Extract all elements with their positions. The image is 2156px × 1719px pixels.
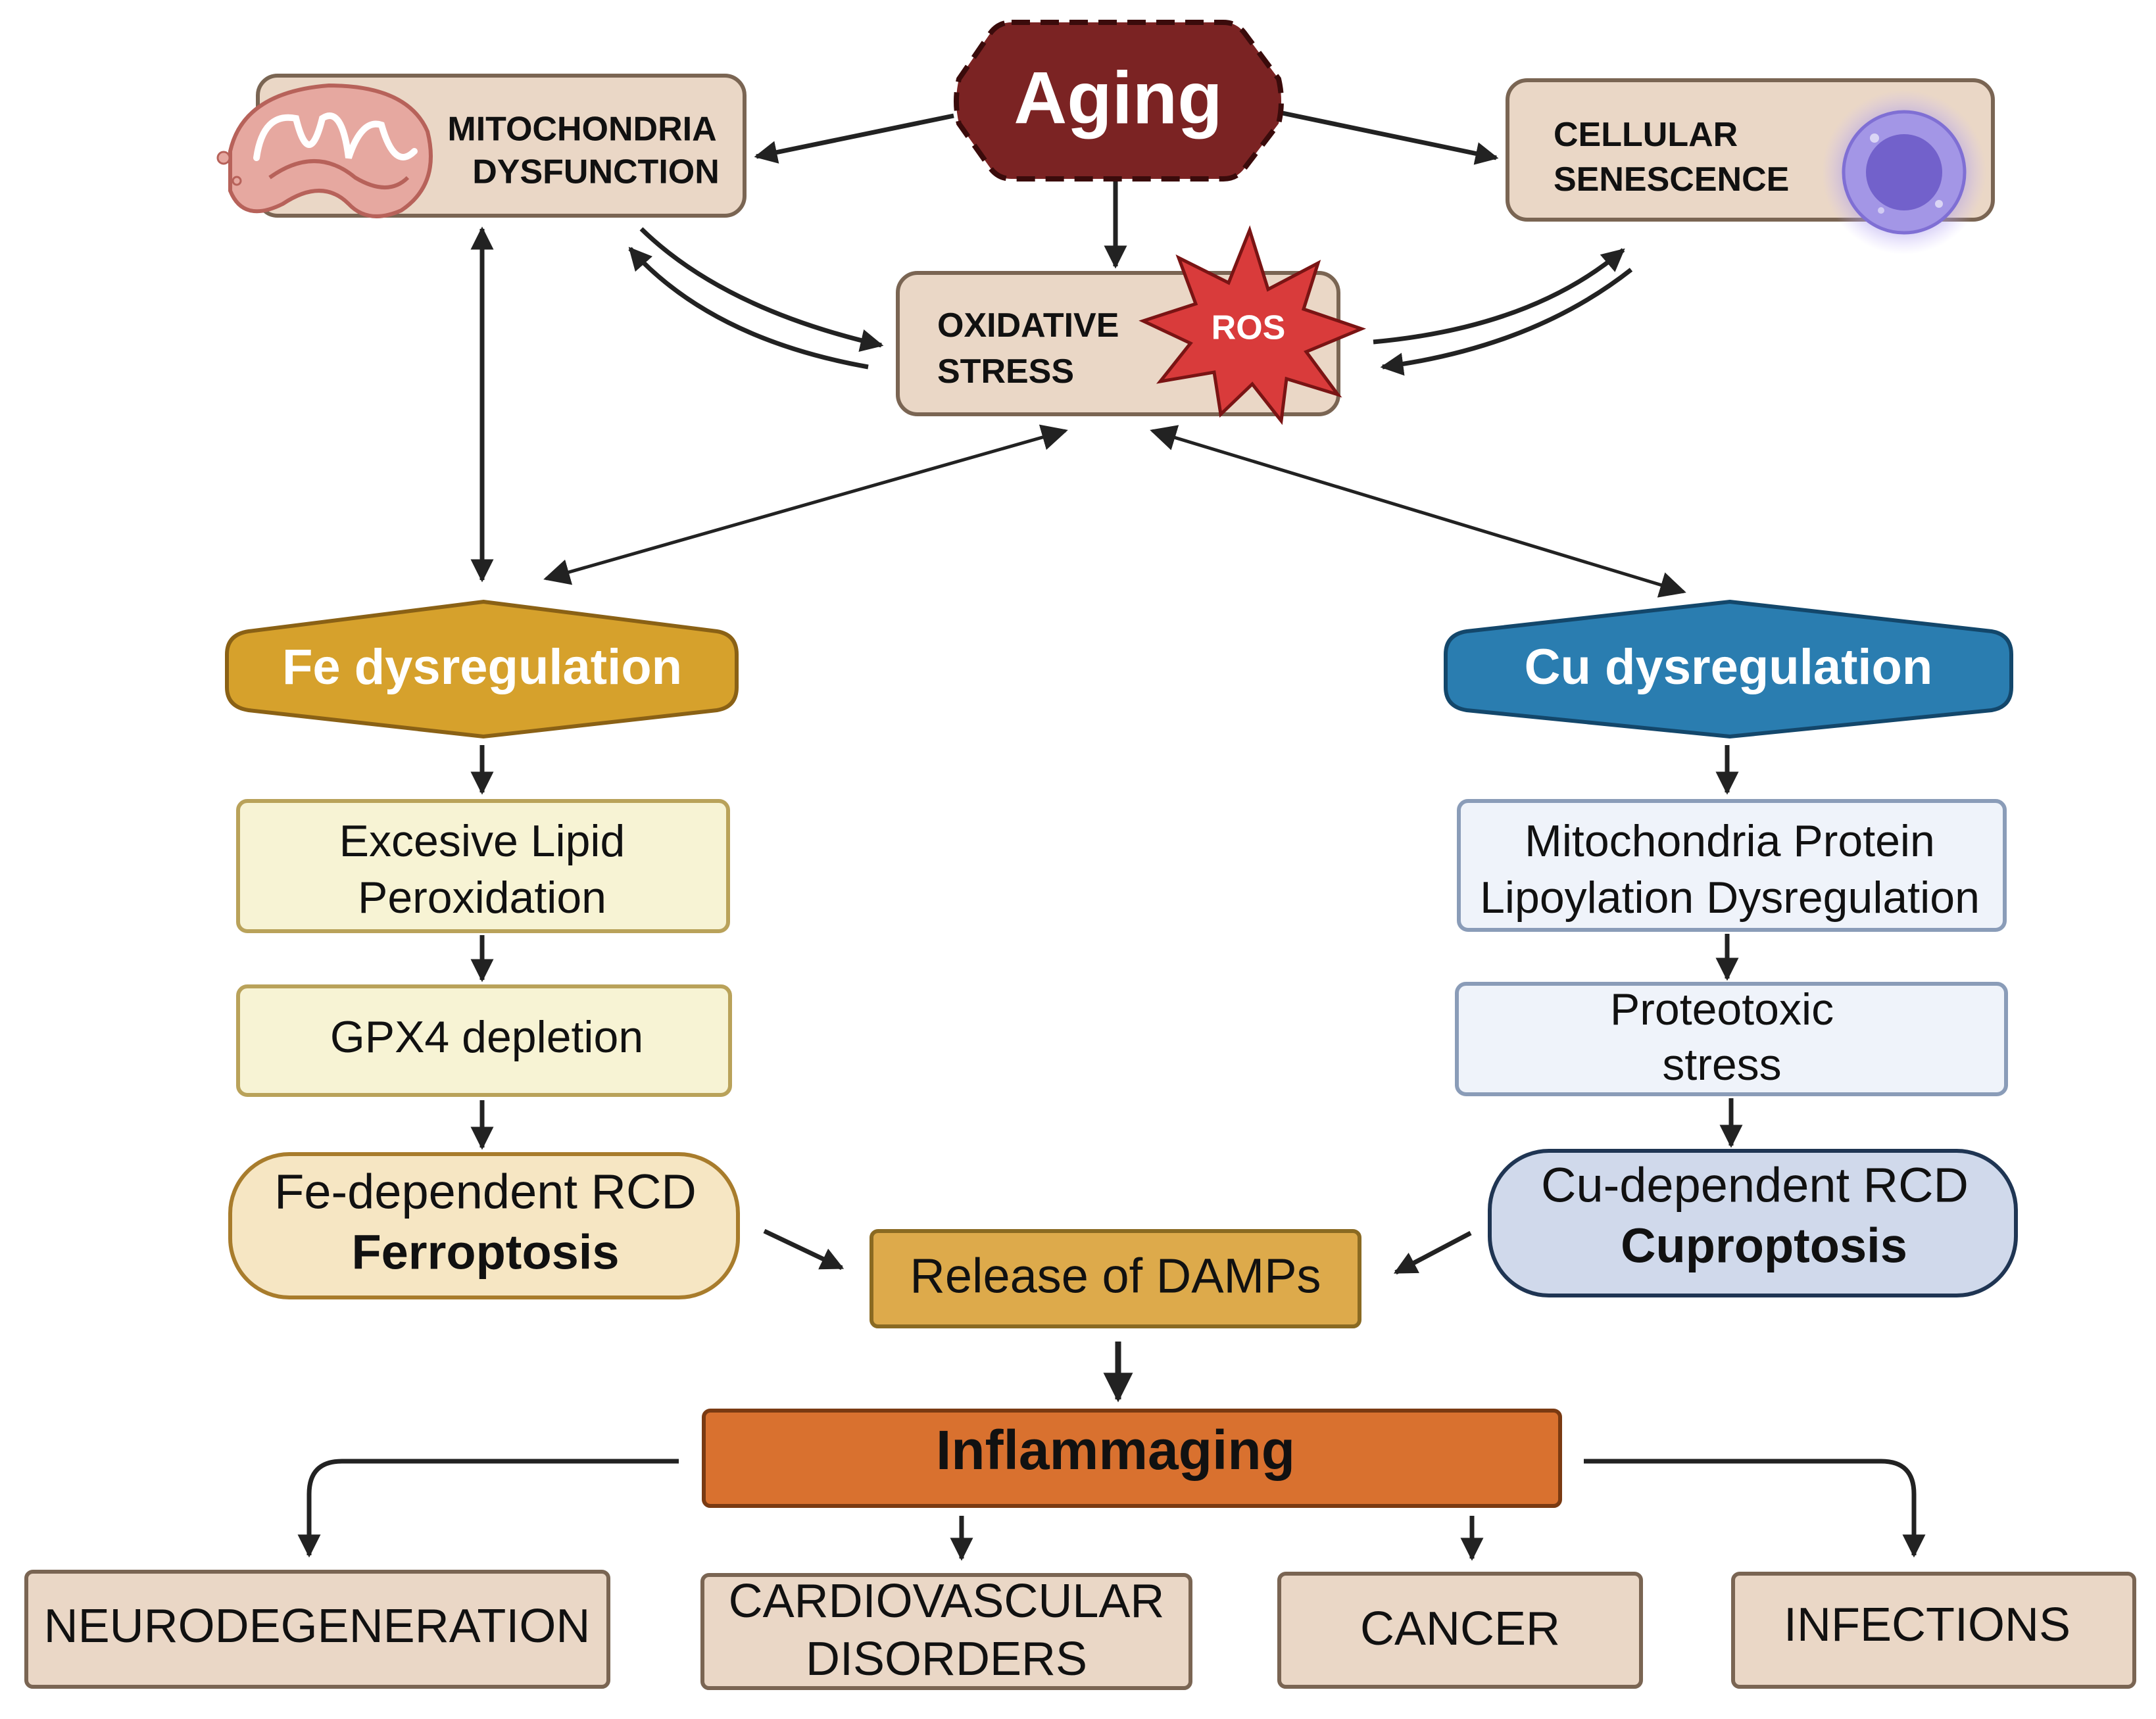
senescence-label-line2: SENESCENCE <box>1554 160 1789 199</box>
gpx4-label: GPX4 depletion <box>330 1012 643 1062</box>
cuproptosis-node: Cu-dependent RCD Cuproptosis <box>1488 1149 2018 1297</box>
oxidative-label-line2: STRESS <box>937 352 1074 391</box>
ferroptosis-label: Ferroptosis <box>351 1225 619 1280</box>
mito-label-line2: DYSFUNCTION <box>472 153 720 191</box>
ros-burst-icon <box>1139 225 1367 425</box>
mito-dysfunction-node: MITOCHONDRIA DYSFUNCTION <box>216 74 747 218</box>
proteotoxic-stress-node: Proteotoxic stress <box>1455 982 2008 1096</box>
cuproptosis-label: Cuproptosis <box>1621 1219 1907 1273</box>
cu-label: Cu dysregulation <box>1525 639 1933 695</box>
gpx4-depletion-node: GPX4 depletion <box>236 984 732 1097</box>
arrow-aging-to-mito <box>754 113 954 164</box>
lipoylation-label-line1: Mitochondria Protein <box>1525 816 1935 866</box>
mitochondria-icon <box>216 83 433 218</box>
outcome-cancer: CANCER <box>1277 1572 1643 1689</box>
inflammaging-node: Inflammaging <box>702 1409 1562 1508</box>
arrow-to-infections <box>1584 1459 1926 1558</box>
arrow-oxidative-to-senescence <box>1373 248 1625 345</box>
outcome-cardiovascular: CARDIOVASCULAR DISORDERS <box>700 1573 1192 1690</box>
lipid-label-line1: Excesive Lipid <box>339 816 625 866</box>
arrow-oxidative-cu <box>1150 425 1686 598</box>
lipid-label-line2: Peroxidation <box>358 873 606 923</box>
oxidative-stress-node: OXIDATIVE STRESS ROS <box>896 225 1367 425</box>
arrow-aging-to-senescence <box>1282 110 1499 165</box>
senescence-label-line1: CELLULAR <box>1554 116 1738 154</box>
outcome-infections: INFECTIONS <box>1731 1572 2136 1689</box>
arrow-oxidative-fe <box>543 424 1068 585</box>
proteotoxic-label-line1: Proteotoxic <box>1610 984 1834 1034</box>
cardio-label-line1: CARDIOVASCULAR <box>729 1575 1165 1628</box>
proteotoxic-label-line2: stress <box>1662 1040 1781 1090</box>
aging-label: Aging <box>1014 57 1222 139</box>
fe-label: Fe dysregulation <box>282 639 682 695</box>
arrows <box>297 110 1926 1561</box>
mito-label-line1: MITOCHONDRIA <box>447 110 716 149</box>
outcome-neurodegeneration: NEURODEGENERATION <box>24 1570 610 1689</box>
fe-dysregulation-node: Fe dysregulation <box>225 599 739 739</box>
ros-label: ROS <box>1212 309 1286 347</box>
arrow-ferroptosis-to-damps <box>763 1228 845 1271</box>
aging-node: Aging <box>954 20 1284 182</box>
inflammaging-label: Inflammaging <box>936 1419 1295 1481</box>
arrow-oxidative-to-mito <box>628 247 869 370</box>
arrow-cuproptosis-to-damps <box>1393 1230 1472 1275</box>
lipoylation-node: Mitochondria Protein Lipoylation Dysregu… <box>1457 799 2007 932</box>
infections-label: INFECTIONS <box>1784 1599 2070 1651</box>
arrow-to-neurodegeneration <box>297 1459 679 1558</box>
fe-rcd-label: Fe-dependent RCD <box>274 1165 697 1219</box>
damps-node: Release of DAMPs <box>870 1229 1361 1328</box>
aging-shape <box>954 20 1284 182</box>
arrow-mito-to-oxidative <box>639 227 884 352</box>
arrow-senescence-to-oxidative <box>1380 268 1633 376</box>
senescent-cell-icon <box>1822 90 1986 254</box>
oxidative-label-line1: OXIDATIVE <box>937 306 1119 345</box>
cu-dysregulation-node: Cu dysregulation <box>1444 599 2013 739</box>
neuro-label: NEURODEGENERATION <box>44 1600 591 1653</box>
ferroptosis-node: Fe-dependent RCD Ferroptosis <box>228 1152 740 1299</box>
lipoylation-label-line2: Lipoylation Dysregulation <box>1480 873 1980 923</box>
damps-label: Release of DAMPs <box>910 1249 1321 1303</box>
cellular-senescence-node: CELLULAR SENESCENCE <box>1506 78 1995 254</box>
lipid-peroxidation-node: Excesive Lipid Peroxidation <box>236 799 730 933</box>
cancer-label: CANCER <box>1360 1603 1560 1655</box>
cardio-label-line2: DISORDERS <box>806 1633 1087 1685</box>
cu-rcd-label: Cu-dependent RCD <box>1541 1158 1969 1213</box>
